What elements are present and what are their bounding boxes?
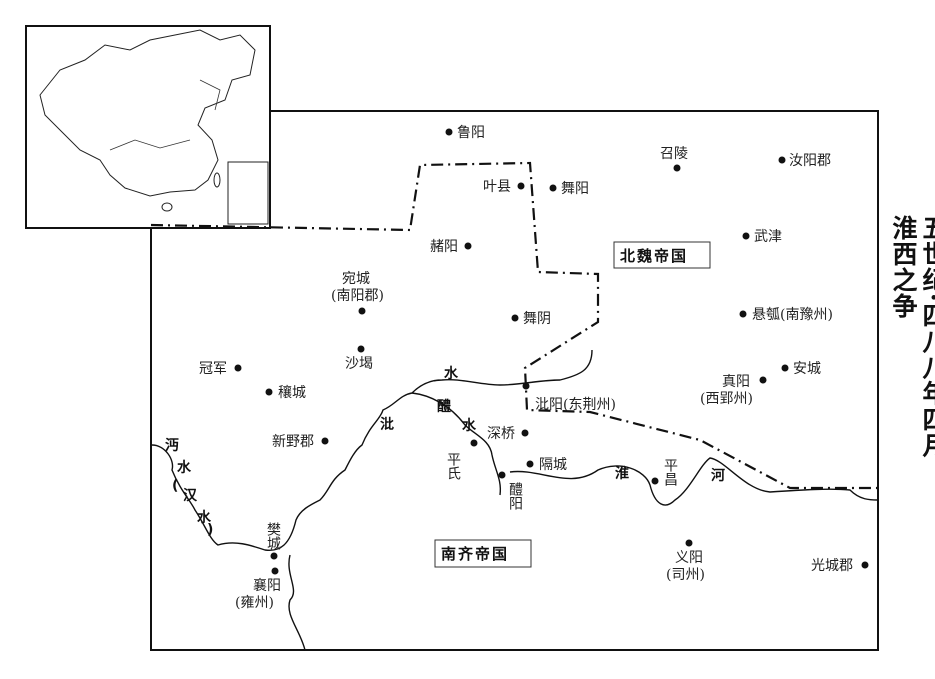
city-label: (西郢州) bbox=[700, 391, 753, 407]
city-label: 隔城 bbox=[539, 457, 567, 473]
city-label: 宛城 bbox=[342, 271, 370, 287]
border-line bbox=[150, 161, 878, 490]
map-title-subject: 淮西之争 bbox=[889, 215, 918, 319]
map-title: 五世纪·四八八年四月 淮西之争 bbox=[888, 215, 935, 459]
map-frame bbox=[150, 110, 879, 651]
city-label: (司州) bbox=[666, 567, 705, 583]
map-title-date: 五世纪·四八八年四月 bbox=[919, 215, 935, 459]
river-label: 水 bbox=[444, 365, 459, 382]
river-label: 河 bbox=[711, 467, 725, 484]
city-label: 襄阳 bbox=[253, 578, 281, 594]
city-label: 冠军 bbox=[199, 361, 227, 377]
river-label: 水 bbox=[177, 459, 192, 476]
river-label: 汉 bbox=[183, 488, 198, 504]
city-label: 平氏 bbox=[445, 452, 461, 480]
city-label: 平昌 bbox=[662, 458, 678, 486]
city-label: 舞阴 bbox=[523, 311, 551, 327]
china-locator-inset bbox=[25, 25, 271, 229]
river-label: 沔 bbox=[165, 438, 179, 454]
city-label: (雍州) bbox=[235, 595, 274, 611]
river-label: 水 bbox=[462, 417, 477, 434]
city-label: 舞阳 bbox=[561, 181, 589, 197]
city-label: (南阳郡) bbox=[331, 288, 384, 304]
empire-south-qi: 南齐帝国 bbox=[441, 545, 509, 563]
river-label: 沘 bbox=[380, 416, 394, 433]
city-label: 穰城 bbox=[278, 384, 306, 401]
han-lower bbox=[288, 554, 306, 651]
river-label: 淮 bbox=[615, 465, 629, 482]
city-label: 安城 bbox=[793, 361, 821, 377]
city-label: 深桥 bbox=[487, 426, 515, 442]
city-label: 汝阳郡 bbox=[789, 153, 831, 169]
city-label: 沘阳(东荆州) bbox=[535, 397, 616, 413]
river-label: 水 bbox=[197, 509, 212, 526]
city-label: 叶县 bbox=[483, 179, 511, 195]
li-river bbox=[411, 392, 502, 496]
city-label: 悬瓠(南豫州) bbox=[752, 307, 833, 323]
city-label: 真阳 bbox=[722, 374, 750, 390]
river-label: ) bbox=[207, 522, 213, 538]
river-label: 醴 bbox=[437, 398, 451, 415]
city-label: 鲁阳 bbox=[457, 125, 485, 141]
city-label: 新野郡 bbox=[272, 434, 314, 450]
city-label: 召陵 bbox=[660, 146, 688, 162]
city-dots bbox=[234, 128, 869, 575]
north-wei-box bbox=[613, 241, 711, 269]
mian-river bbox=[151, 349, 593, 552]
river-label: ( bbox=[172, 478, 178, 494]
city-label: 樊城 bbox=[265, 522, 281, 551]
city-label: 光城郡 bbox=[811, 558, 853, 574]
empire-north-wei: 北魏帝国 bbox=[620, 247, 688, 265]
rivers bbox=[151, 349, 879, 651]
city-label: 沙堨 bbox=[345, 356, 373, 372]
city-label: 武津 bbox=[754, 229, 782, 245]
city-label: 义阳 bbox=[675, 550, 703, 566]
huai-river bbox=[509, 457, 879, 506]
city-label: 醴阳 bbox=[507, 482, 523, 510]
south-qi-box bbox=[434, 539, 532, 568]
city-label: 赭阳 bbox=[430, 239, 458, 255]
